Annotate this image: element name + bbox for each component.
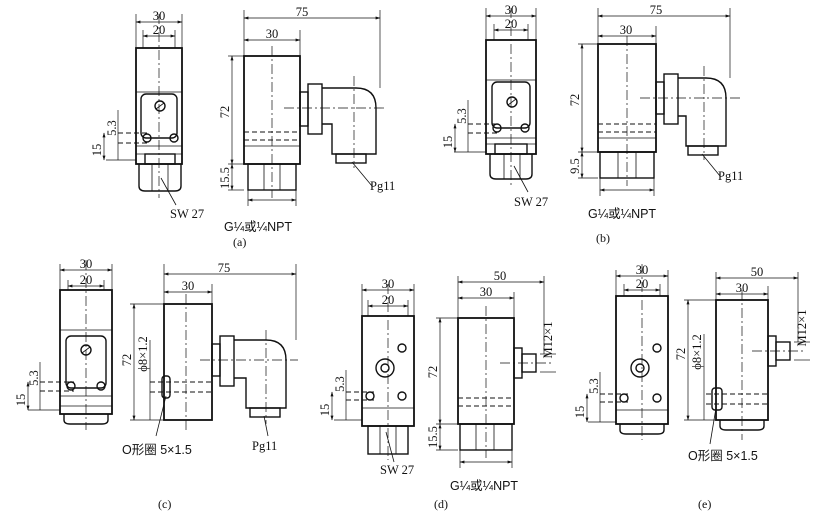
label-c-oring: O形圈 5×1.5 [122,443,192,457]
side-view-b [597,36,740,186]
figure-a: 30 20 5.3 15 SW 27 [90,5,395,249]
dim-b-front-width: 30 [505,3,518,17]
figure-e: 30 20 5.3 15 50 30 72 [573,263,810,511]
dim-c-front-width: 30 [80,257,93,271]
dim-c-hole: 5.3 [27,370,41,386]
dim-d-front-width: 30 [382,277,395,291]
dim-e-base: 15 [573,406,587,419]
dim-e-m12: M12×1 [795,310,809,347]
dim-e-front-width: 30 [636,263,649,277]
dim-b-height: 72 [568,94,582,107]
dim-a-height: 72 [218,106,232,119]
figure-d: 30 20 5.3 15 SW 27 50 30 [318,269,556,511]
dim-e-side-body: 30 [736,281,749,295]
label-a-thread: G¼或¼NPT [224,220,292,234]
dim-a-front-width: 30 [153,9,166,23]
dim-e-height: 72 [674,348,688,361]
dim-d-thread-len: 15.5 [426,426,440,448]
label-d-sw27: SW 27 [380,463,414,477]
dim-b-thread-len: 9.5 [568,158,582,174]
dim-d-side-body: 30 [480,285,493,299]
caption-c: (c) [158,497,171,511]
dim-b-base: 15 [441,136,455,149]
dim-d-side-width: 50 [494,269,507,283]
label-b-thread: G¼或¼NPT [588,207,656,221]
figure-b: 30 20 5.3 15 SW 27 [441,3,743,245]
dim-e-oring: ϕ8×1.2 [690,334,704,370]
caption-a: (a) [233,235,246,249]
dim-b-side-body: 30 [620,23,633,37]
dim-a-side-width: 75 [296,5,309,19]
dim-e-side-width: 50 [751,265,764,279]
front-view-e [600,264,669,440]
front-view-c [40,260,113,430]
dim-a-thread-len: 15.5 [218,167,232,189]
dim-d-height: 72 [426,366,440,379]
label-e-oring: O形圈 5×1.5 [688,449,758,463]
dim-b-side-width: 75 [650,3,663,17]
dim-d-front-inner: 20 [382,293,395,307]
dim-a-hole: 5.3 [105,120,119,136]
label-a-pg11: Pg11 [370,179,395,193]
label-c-pg11: Pg11 [252,439,277,453]
dim-a-base: 15 [90,144,104,157]
front-view-a [118,14,183,206]
side-view-e [706,290,806,445]
dim-d-base: 15 [318,404,332,417]
dim-c-height: 72 [120,354,134,367]
side-view-a [243,46,386,198]
caption-e: (e) [698,497,711,511]
caption-d: (d) [434,497,448,511]
dim-c-side-body: 30 [182,279,195,293]
label-a-sw27: SW 27 [170,207,204,221]
caption-b: (b) [596,231,610,245]
dim-a-front-inner: 20 [153,23,166,37]
front-view-d [346,284,415,463]
label-d-thread: G¼或¼NPT [450,479,518,493]
dim-b-hole: 5.3 [455,108,469,124]
side-view-c [150,294,298,437]
dim-c-oring: ϕ8×1.2 [136,336,150,372]
dim-c-front-inner: 20 [80,273,93,287]
dim-e-front-inner: 20 [636,277,649,291]
dim-c-side-width: 75 [218,261,231,275]
dim-d-m12: M12×1 [541,322,555,359]
label-b-sw27: SW 27 [514,195,548,209]
dim-e-hole: 5.3 [587,378,601,394]
side-view-d [457,306,552,458]
dim-b-front-inner: 20 [505,17,518,31]
dim-c-base: 15 [14,394,28,407]
front-view-b [468,8,537,193]
figure-c: 30 20 5.3 15 75 30 [14,257,298,511]
dim-d-hole: 5.3 [333,376,347,392]
dim-a-side-body: 30 [266,27,279,41]
label-b-pg11: Pg11 [718,169,743,183]
